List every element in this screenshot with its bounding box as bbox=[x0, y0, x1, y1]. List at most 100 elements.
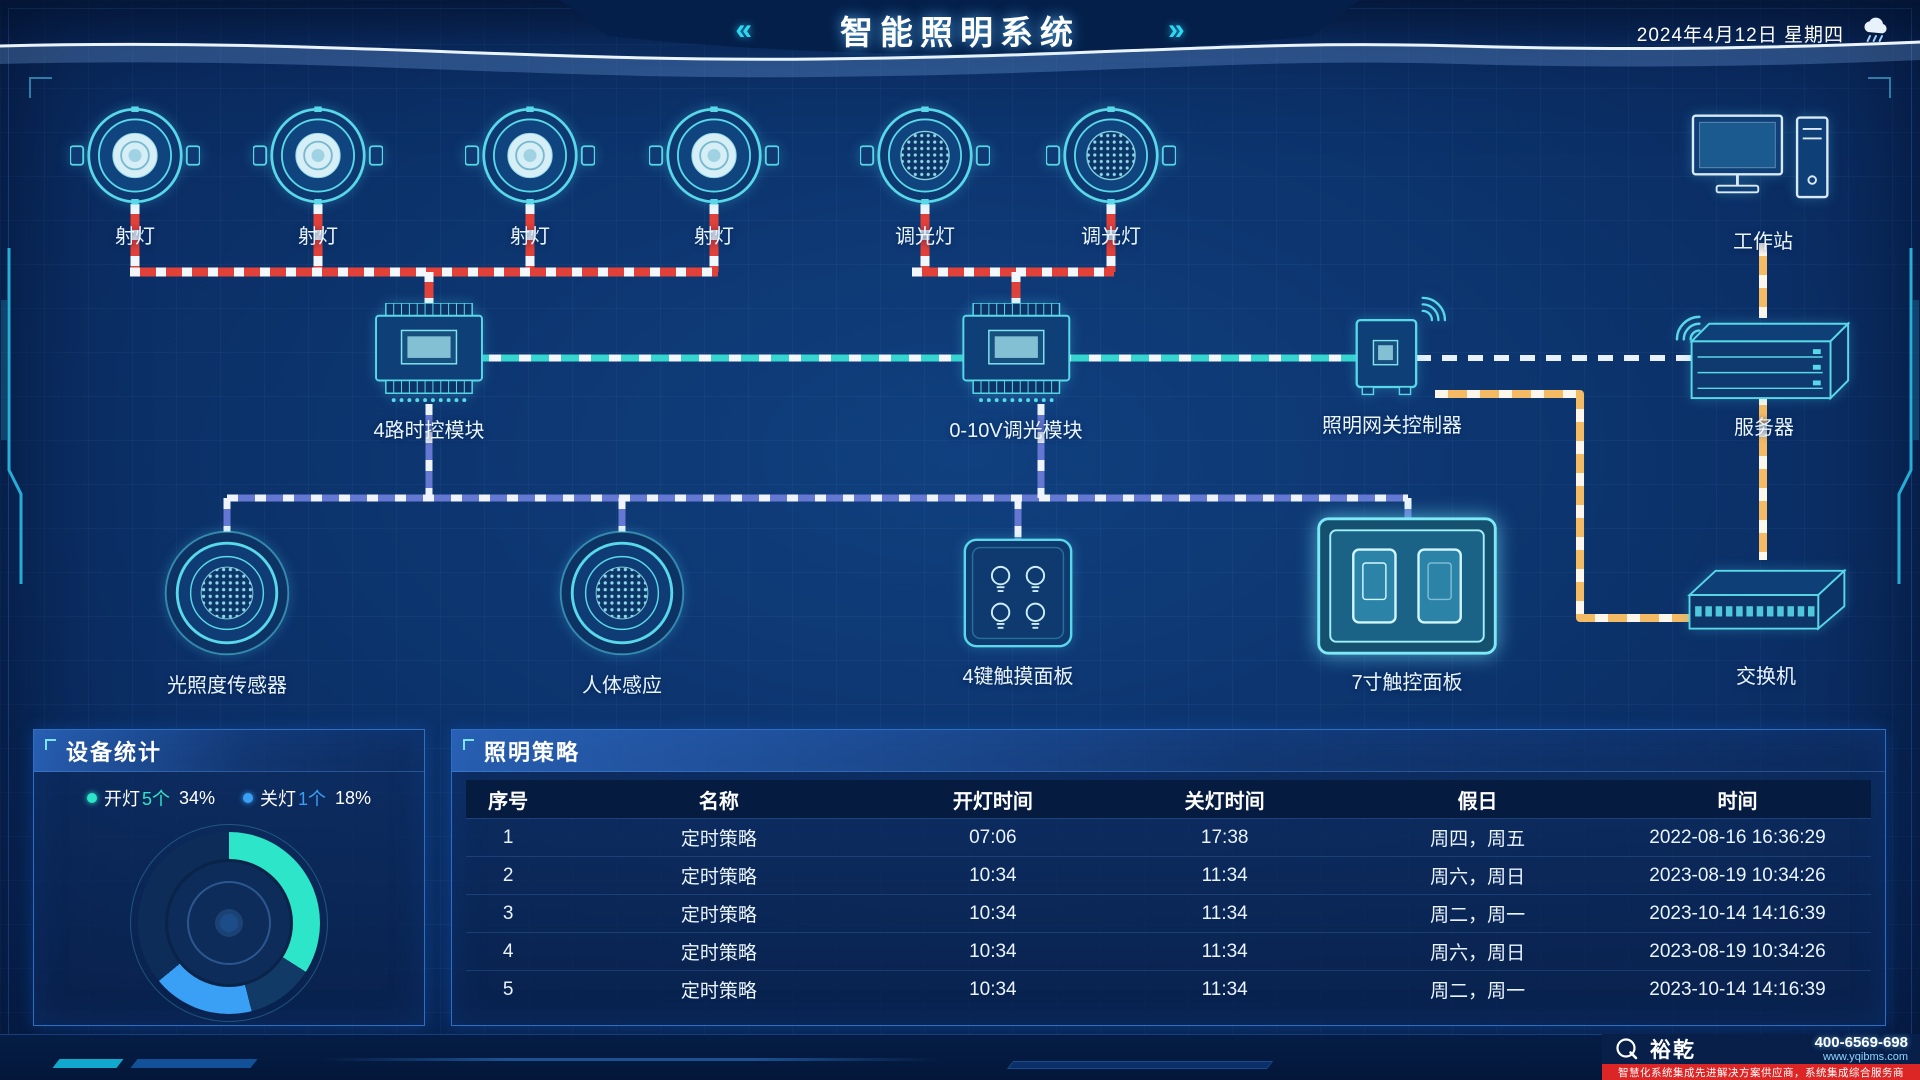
cell-seq: 3 bbox=[502, 902, 514, 924]
device-dimmable-light-2[interactable]: 调光灯 bbox=[1046, 100, 1176, 249]
device-stats-panel: 设备统计 开灯 5个 34% 关灯 1个 18% bbox=[33, 729, 425, 1026]
cell-on-time: 10:34 bbox=[969, 978, 1017, 1000]
downlight-icon bbox=[70, 100, 200, 211]
legend-dot-icon bbox=[243, 793, 253, 803]
legend-item-lights-off: 关灯 1个 18% bbox=[243, 785, 371, 811]
device-label: 交换机 bbox=[1736, 666, 1796, 688]
col-holiday: 假日 bbox=[1457, 790, 1498, 813]
cell-time: 2023-10-14 14:16:39 bbox=[1649, 978, 1826, 1000]
device-label: 调光灯 bbox=[895, 226, 955, 248]
device-dimmable-light-1[interactable]: 调光灯 bbox=[860, 100, 990, 249]
table-row[interactable]: 1 定时策略 07:06 17:38 周四，周五 2022-08-16 16:3… bbox=[466, 818, 1871, 856]
table-row[interactable]: 3 定时策略 10:34 11:34 周二，周一 2023-10-14 14:1… bbox=[466, 894, 1871, 932]
dimmable-light-icon bbox=[860, 100, 990, 211]
slogan-strip: 智慧化系统集成先进解决方案供应商，系统集成综合服务商 bbox=[1602, 1064, 1920, 1080]
legend-label: 关灯 bbox=[260, 789, 296, 809]
device-workstation[interactable]: 工作站 bbox=[1687, 110, 1839, 254]
corner-bracket-icon bbox=[45, 739, 56, 750]
legend-percent: 34% bbox=[178, 787, 215, 808]
cell-holiday: 周四，周五 bbox=[1430, 829, 1526, 850]
weather-icon bbox=[1864, 17, 1887, 42]
device-light-sensor[interactable]: 光照度传感器 bbox=[160, 526, 294, 698]
downlight-icon bbox=[253, 100, 383, 211]
right-chevrons-icon: » bbox=[1168, 13, 1185, 46]
col-on-time: 开灯时间 bbox=[952, 790, 1033, 813]
device-spotlight-2[interactable]: 射灯 bbox=[253, 100, 383, 249]
policy-panel-header: 照明策略 bbox=[452, 730, 1885, 772]
cell-off-time: 11:34 bbox=[1201, 940, 1248, 962]
policy-panel-title: 照明策略 bbox=[484, 739, 581, 765]
footer-decoration bbox=[52, 1059, 124, 1068]
cell-name: 定时策略 bbox=[680, 943, 757, 964]
page-title: 智能照明系统 bbox=[840, 14, 1080, 51]
device-label: 4路时控模块 bbox=[373, 420, 485, 442]
device-dimmer-module[interactable]: 0-10V调光模块 bbox=[949, 303, 1083, 443]
dimmable-light-icon bbox=[1046, 100, 1176, 211]
cell-time: 2023-08-19 10:34:26 bbox=[1649, 940, 1826, 962]
brand-logo-icon bbox=[1616, 1038, 1638, 1060]
device-label: 工作站 bbox=[1733, 231, 1793, 253]
policy-table: 序号 名称 开灯时间 关灯时间 假日 时间 1 定时策略 07:06 17:38… bbox=[466, 780, 1871, 1008]
website-url[interactable]: www.yqibms.com bbox=[1823, 1051, 1908, 1064]
donut-inner-ring bbox=[187, 881, 271, 965]
brand-row: 裕乾 400-6569-698 www.yqibms.com bbox=[1602, 1034, 1920, 1064]
device-spotlight-1[interactable]: 射灯 bbox=[70, 100, 200, 249]
cell-seq: 5 bbox=[502, 978, 514, 1000]
cell-seq: 1 bbox=[502, 826, 514, 848]
device-network-switch[interactable]: 交换机 bbox=[1680, 554, 1852, 689]
col-off-time: 关灯时间 bbox=[1184, 790, 1265, 813]
device-server[interactable]: 服务器 bbox=[1674, 312, 1854, 440]
switch-icon bbox=[1680, 554, 1852, 651]
legend-percent: 18% bbox=[335, 787, 372, 808]
col-seq: 序号 bbox=[488, 790, 529, 813]
col-time: 时间 bbox=[1717, 790, 1758, 813]
cell-time: 2022-08-16 16:36:29 bbox=[1649, 826, 1826, 848]
table-row[interactable]: 2 定时策略 10:34 11:34 周六，周日 2023-08-19 10:3… bbox=[466, 856, 1871, 894]
device-label: 人体感应 bbox=[582, 675, 662, 697]
left-chevrons-icon: « bbox=[735, 13, 752, 46]
device-spotlight-4[interactable]: 射灯 bbox=[649, 100, 779, 249]
device-label: 射灯 bbox=[298, 226, 338, 248]
workstation-icon bbox=[1687, 110, 1839, 216]
stats-legend: 开灯 5个 34% 关灯 1个 18% bbox=[34, 785, 424, 811]
cell-name: 定时策略 bbox=[680, 867, 757, 888]
cell-holiday: 周二，周一 bbox=[1430, 905, 1526, 926]
footer-decoration bbox=[130, 1059, 258, 1068]
device-4key-touch-panel[interactable]: 4键触摸面板 bbox=[960, 535, 1076, 689]
device-occupancy-sensor[interactable]: 人体感应 bbox=[555, 526, 689, 698]
device-label: 7寸触控面板 bbox=[1351, 672, 1463, 694]
device-lighting-gateway[interactable]: 照明网关控制器 bbox=[1322, 296, 1462, 438]
brand-name: 裕乾 bbox=[1650, 1039, 1696, 1062]
table-row[interactable]: 5 定时策略 10:34 11:34 周二，周一 2023-10-14 14:1… bbox=[466, 970, 1871, 1008]
timer-module-icon bbox=[370, 303, 488, 405]
donut-center-dot bbox=[220, 914, 238, 932]
legend-label: 开灯 bbox=[103, 789, 140, 809]
device-7inch-touch-panel[interactable]: 7寸触控面板 bbox=[1313, 515, 1501, 695]
table-row[interactable]: 4 定时策略 10:34 11:34 周六，周日 2023-08-19 10:3… bbox=[466, 932, 1871, 970]
cell-time: 2023-10-14 14:16:39 bbox=[1649, 902, 1826, 924]
cell-holiday: 周六，周日 bbox=[1430, 943, 1526, 964]
cell-off-time: 11:34 bbox=[1201, 864, 1248, 886]
footer-bar: 裕乾 400-6569-698 www.yqibms.com 智慧化系统集成先进… bbox=[0, 1034, 1920, 1080]
cell-on-time: 10:34 bbox=[969, 940, 1017, 962]
date-display: 2024年4月12日 星期四 bbox=[1636, 25, 1844, 46]
header: « 智能照明系统 » 2024年4月12日 星期四 bbox=[0, 0, 1920, 84]
server-icon bbox=[1674, 312, 1854, 402]
cell-off-time: 11:34 bbox=[1201, 902, 1248, 924]
device-label: 服务器 bbox=[1734, 417, 1794, 439]
device-stats-chart bbox=[130, 824, 328, 1022]
cell-on-time: 10:34 bbox=[969, 864, 1017, 886]
cell-off-time: 11:34 bbox=[1201, 978, 1248, 1000]
cell-off-time: 17:38 bbox=[1200, 826, 1249, 848]
cell-name: 定时策略 bbox=[680, 981, 757, 1002]
occupancy-sensor-icon bbox=[555, 526, 689, 660]
device-label: 射灯 bbox=[115, 226, 155, 248]
lighting-policy-panel: 照明策略 序号 名称 开灯时间 关灯时间 假日 时间 1 定时策略 07:06 … bbox=[451, 729, 1886, 1026]
device-spotlight-3[interactable]: 射灯 bbox=[465, 100, 595, 249]
stats-panel-title: 设备统计 bbox=[66, 739, 163, 765]
cell-holiday: 周二，周一 bbox=[1430, 981, 1526, 1002]
device-label: 射灯 bbox=[510, 226, 550, 248]
device-timer-module[interactable]: 4路时控模块 bbox=[370, 303, 488, 443]
cell-time: 2023-08-19 10:34:26 bbox=[1649, 864, 1826, 886]
